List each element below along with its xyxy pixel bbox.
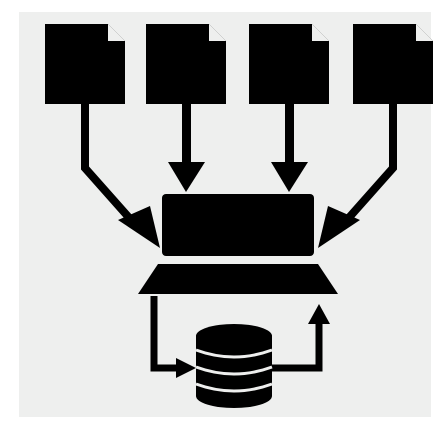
database-icon bbox=[195, 324, 273, 408]
document-icon bbox=[146, 24, 226, 104]
document-icon bbox=[353, 24, 433, 104]
arrow-database-to-laptop bbox=[272, 304, 330, 372]
document-icon bbox=[45, 24, 125, 104]
arrow-doc3-to-laptop bbox=[271, 104, 308, 192]
arrow-doc2-to-laptop bbox=[168, 104, 205, 192]
arrow-doc4-to-laptop bbox=[318, 104, 397, 248]
arrow-laptop-to-database bbox=[150, 296, 196, 378]
arrow-doc1-to-laptop bbox=[81, 104, 160, 248]
laptop-icon bbox=[138, 194, 338, 294]
document-icon bbox=[249, 24, 329, 104]
